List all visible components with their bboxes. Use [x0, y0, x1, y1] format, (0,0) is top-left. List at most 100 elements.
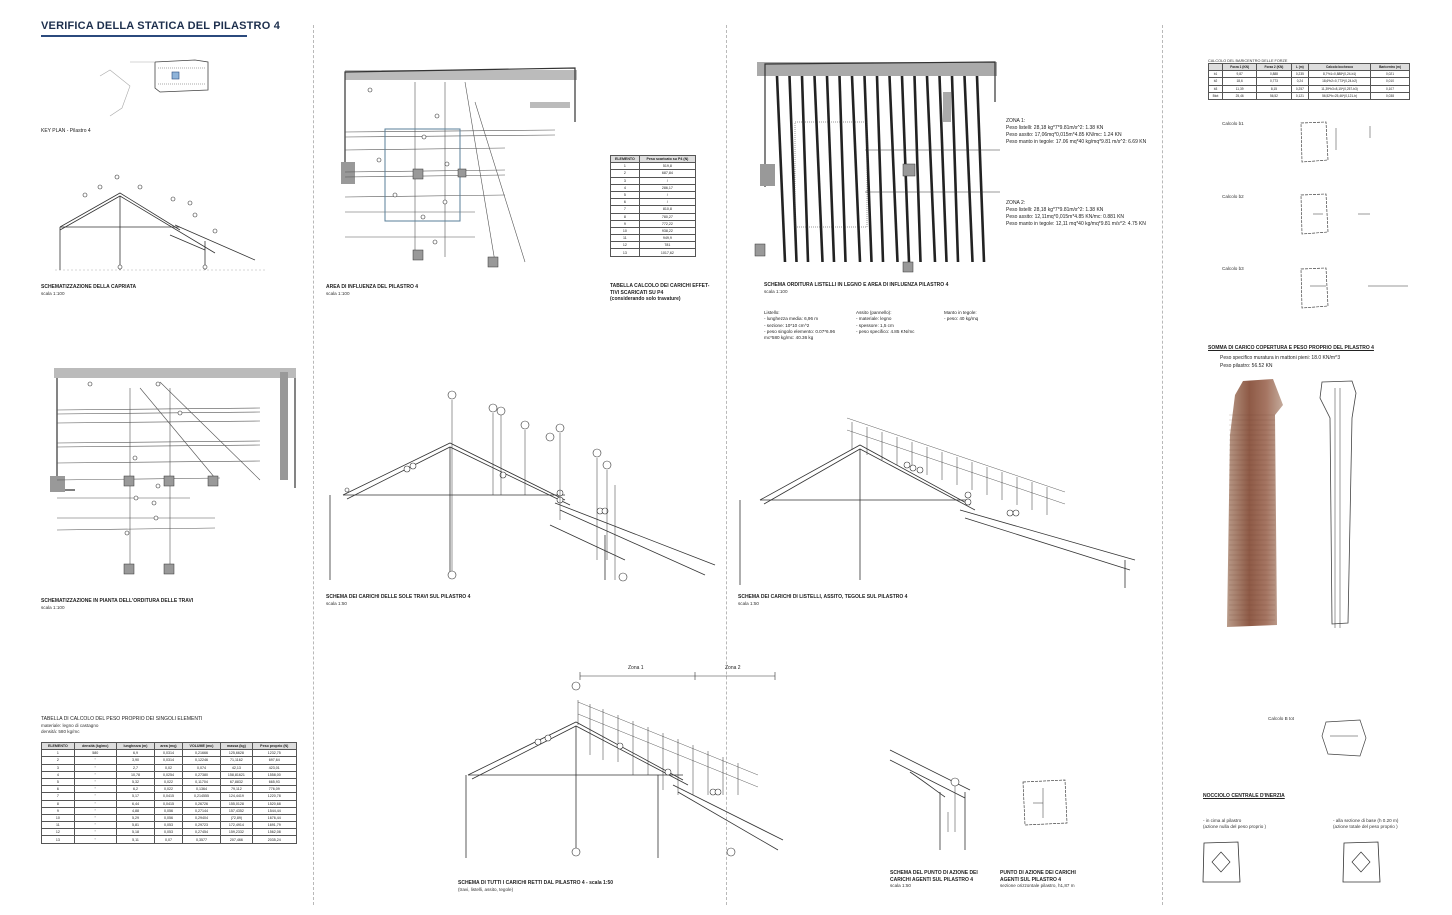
capriata-caption: SCHEMATIZZAZIONE DELLA CAPRIATA — [41, 284, 137, 290]
tutti-carichi-drawing — [465, 681, 784, 858]
table-baricentro: Forza 1 (KN)Forza 2 (KN)L (m)Calcolo bcc… — [1208, 62, 1411, 100]
table-cell: / — [638, 176, 697, 185]
table-cell: 42,13 — [220, 763, 253, 772]
table-cell: 10,78 — [115, 770, 156, 779]
table-cell: 159,2332 — [220, 828, 253, 837]
table-cell: 0,010 — [1369, 77, 1411, 86]
table-cell: 2 — [610, 169, 640, 178]
table-cell: 0,0254 — [154, 770, 183, 779]
table-cell: " — [73, 770, 117, 779]
column-divider-1 — [313, 25, 314, 905]
table-cell: 1562,08 — [251, 828, 298, 837]
pilastro-section — [1319, 380, 1357, 628]
zona-1-text: ZONA 1: Peso listelli: 28,18 kg*7*9.81m/… — [1006, 118, 1147, 145]
table-header-cell — [1208, 62, 1223, 72]
listello-line — [913, 75, 922, 263]
orditura-listelli-scale: scala 1:100 — [764, 289, 788, 294]
table-cell: 4,88 — [115, 806, 156, 815]
table-cell: / — [638, 198, 697, 207]
table-cell: 2,7 — [115, 763, 156, 772]
table-cell: 11 — [41, 821, 75, 830]
table-cell: 0,022 — [154, 785, 183, 794]
table-cell: " — [73, 792, 117, 801]
table-header-cell: Peso scaricato su P4 (N) — [638, 154, 697, 164]
table-peso-sub: materiale: legno di castagno densità: 58… — [41, 723, 99, 734]
nocciolo-left-text: - in cima al pilastro (azione nulla del … — [1203, 818, 1267, 829]
carichi-listelli-drawing — [739, 417, 1136, 588]
table-cell: 4 — [41, 770, 75, 779]
calcolo-btot-label: Calcolo B tot — [1268, 716, 1295, 721]
table-cell: 25,46 — [1221, 91, 1258, 100]
table-cell: 0,773 — [1256, 77, 1292, 86]
table-cell: 3 — [610, 176, 640, 185]
table-cell: 6,44 — [115, 799, 156, 808]
table-cell: 0,022 — [154, 777, 183, 787]
table-cell: 938,22 — [638, 226, 697, 236]
table-cell: " — [73, 785, 117, 794]
table-cell: 12 — [610, 241, 640, 250]
table-cell: 7 — [610, 205, 640, 214]
table-cell: b3 — [1208, 84, 1223, 93]
table-cell: 5 — [41, 777, 75, 787]
table-cell: 5,18 — [115, 828, 156, 837]
table-cell: 423,01 — [251, 763, 298, 772]
table-cell: 18,6 — [1221, 77, 1258, 86]
table-header-cell: massa (kg) — [220, 741, 253, 751]
punto-applicazione-caption: SCHEMA DEL PUNTO DI AZIONE DEI CARICHI A… — [890, 870, 978, 883]
punto-carichi-scale: sezione orizzontale pilastro, h1,87 m — [1000, 883, 1075, 888]
table-cell: 13 — [41, 835, 75, 844]
listello-line — [888, 75, 899, 263]
calcolo-b1-drawing — [1300, 121, 1371, 163]
table-cell: 0,053 — [154, 828, 183, 837]
table-cell: 71,1162 — [220, 756, 253, 765]
listello-line — [800, 75, 810, 263]
listello-line — [775, 75, 787, 263]
table-cell: 18,6*b2=0,773*(0,24-b2) — [1308, 77, 1371, 86]
area-influenza-caption: AREA DI INFLUENZA DEL PILASTRO 4 — [326, 284, 419, 290]
listello-line — [875, 75, 885, 263]
table-cell: 1 — [41, 749, 75, 758]
table-cell: 5,81 — [115, 821, 156, 830]
table-cell: 0,053 — [154, 821, 183, 830]
pilastro-photo — [1227, 379, 1283, 627]
calcolo-btot-drawing — [1321, 719, 1367, 757]
table-cell: " — [73, 806, 117, 815]
nocciolo-right-drawing — [1342, 841, 1381, 883]
table-cell: 67,8832 — [220, 777, 253, 787]
listello-line — [825, 75, 836, 263]
table-cell: 0,121 — [1290, 91, 1310, 100]
table-cell: / — [638, 190, 697, 200]
table-header-cell: Forza 1 (KN) — [1221, 62, 1258, 72]
table-cell: " — [73, 828, 117, 837]
table-baricentro-caption: CALCOLO DEL BARICENTRO DELLE FORZE — [1208, 59, 1288, 63]
table-cell: 8,7*b1=0,888*(0,24-b1) — [1308, 70, 1371, 79]
listello-line — [850, 75, 862, 263]
table-cell: 0,29404 — [181, 813, 222, 823]
area-influenza-drawing — [341, 67, 577, 268]
table-cell: 665,93 — [251, 777, 298, 787]
material-listello: Listello: - lunghezza media: 6,96 m - se… — [764, 310, 835, 341]
table-cell: 6,9 — [115, 749, 156, 758]
table-cell: (72,89) — [220, 813, 253, 823]
table-cell: " — [73, 763, 117, 772]
table-cell: 5,11 — [115, 835, 156, 844]
table-cell: 0,26726 — [181, 799, 222, 808]
table-cell: " — [73, 813, 117, 823]
table-cell: 0,12246 — [181, 756, 222, 765]
table-cell: 1676,44 — [251, 813, 298, 823]
table-cell: 0,888 — [1256, 70, 1292, 79]
